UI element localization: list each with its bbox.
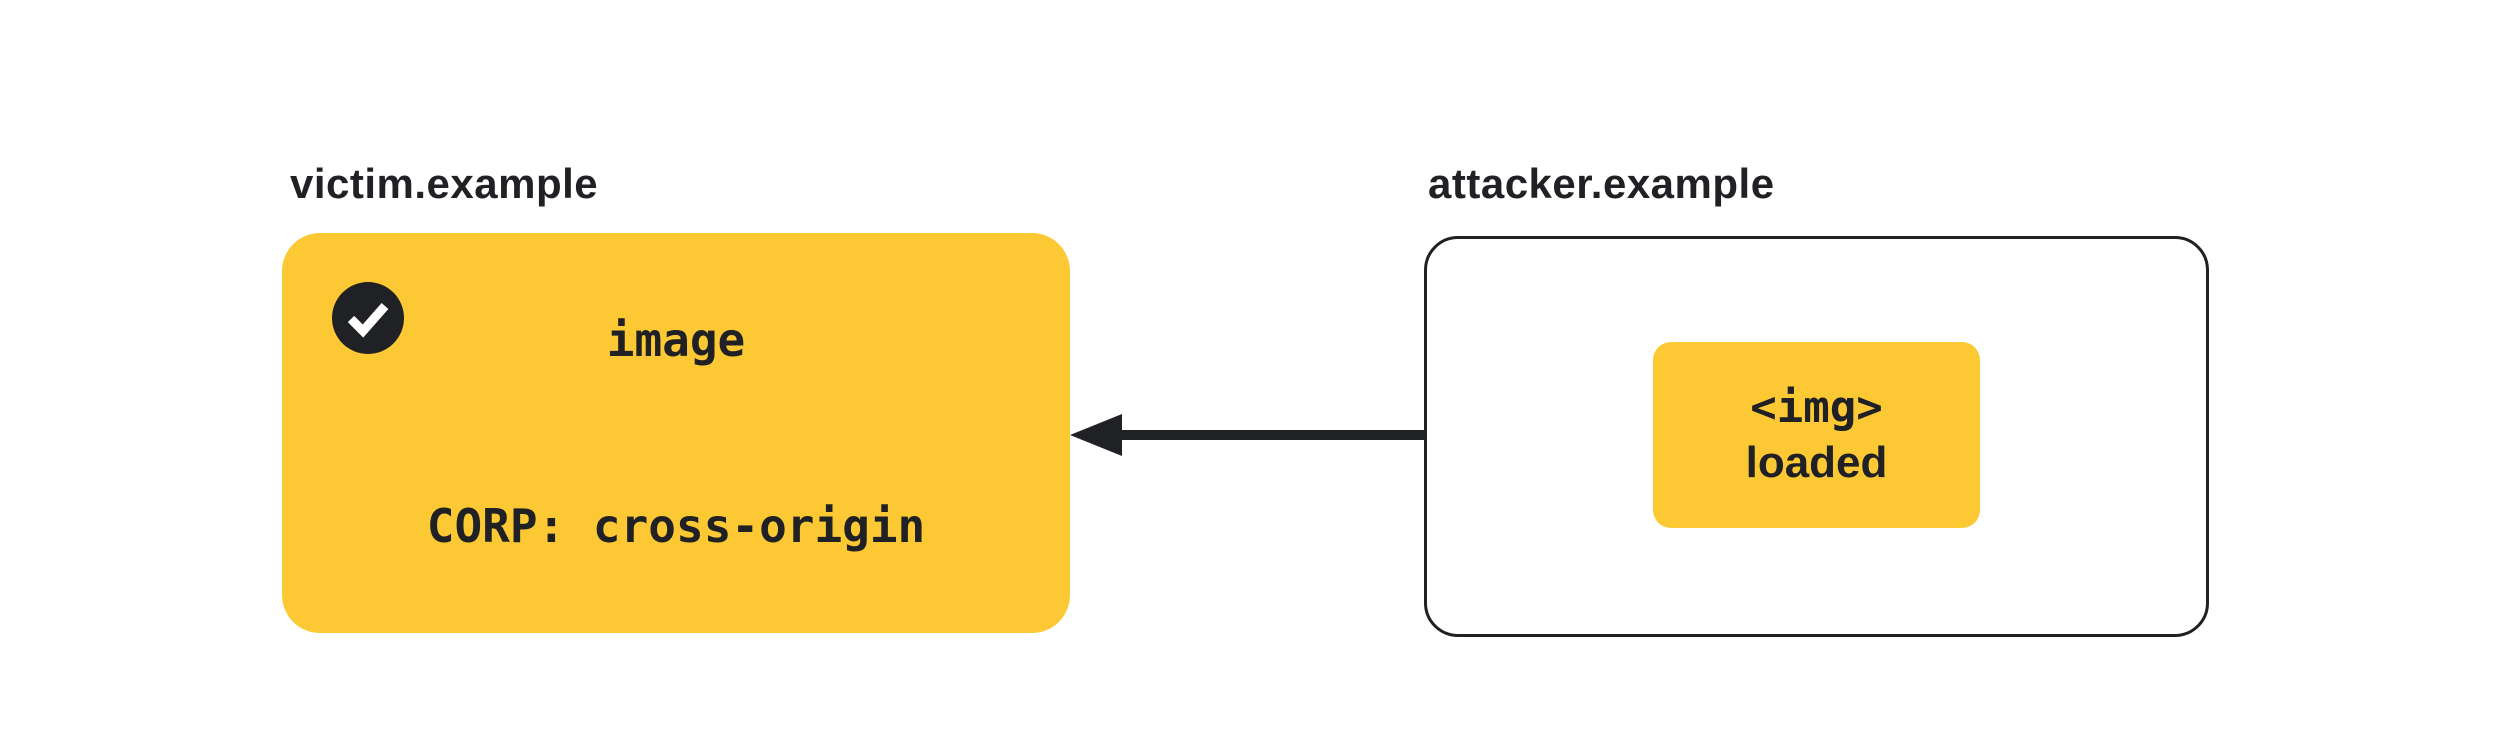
img-loaded-chip: <img> loaded [1653, 342, 1980, 528]
victim-domain-label: victim.example [290, 160, 599, 207]
victim-card-line2: CORP: cross-origin [426, 499, 926, 553]
victim-card-line1: image [606, 313, 746, 367]
loaded-text: loaded [1745, 438, 1888, 487]
victim-resource-card: image CORP: cross-origin [282, 233, 1070, 633]
checkmark-icon [332, 282, 404, 354]
attacker-domain-label: attacker.example [1428, 160, 1775, 207]
img-tag-text: <img> [1750, 382, 1883, 433]
victim-card-text: image CORP: cross-origin [427, 185, 926, 681]
